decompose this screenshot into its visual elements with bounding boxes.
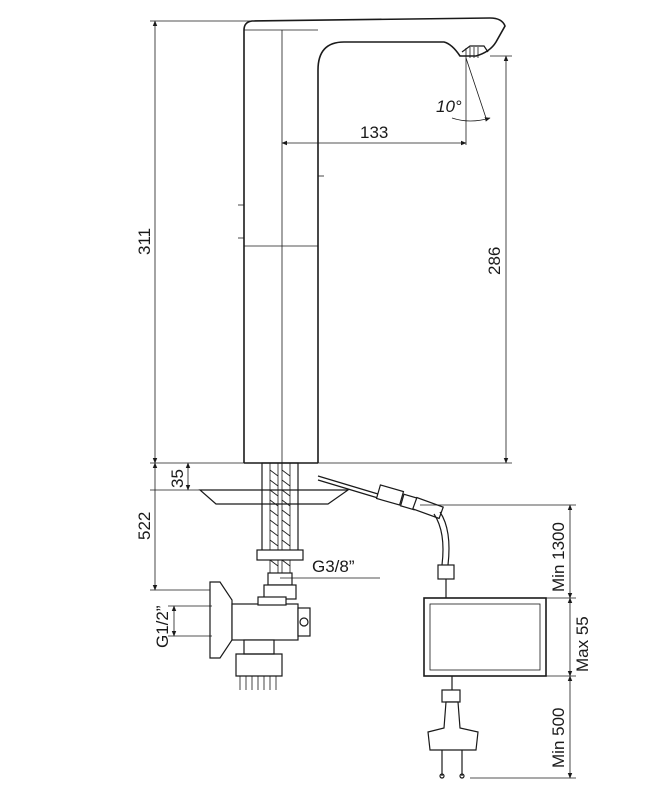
deck-label: 35 <box>168 469 187 488</box>
inlet-thread-label: G1/2” <box>153 605 172 648</box>
power-plug <box>427 676 479 779</box>
faucet-body <box>238 17 506 464</box>
hose-dimension: 522 <box>135 462 210 591</box>
inlet-thread-dimension: G1/2” <box>153 605 212 648</box>
outlet-thread-label: G3/8” <box>312 557 355 576</box>
total-height-dimension: 311 <box>135 20 258 464</box>
cable-min-500-label: Min 500 <box>549 708 568 768</box>
spout-height-label: 286 <box>485 247 504 275</box>
reach-dimension: 133 <box>281 30 467 470</box>
angle-label: 10° <box>436 97 462 116</box>
deck-dimension: 35 <box>150 462 200 491</box>
mounting-assembly <box>198 462 444 600</box>
power-supply-box <box>423 597 547 677</box>
angle-valve <box>209 581 311 690</box>
outlet-thread-callout: G3/8” <box>280 557 380 579</box>
reach-label: 133 <box>360 123 388 142</box>
power-cable <box>433 511 455 598</box>
total-height-label: 311 <box>135 228 154 255</box>
cable-min-1300-label: Min 1300 <box>549 522 568 592</box>
spout-height-dimension: 286 <box>318 55 512 464</box>
angle-indicator: 10° <box>436 57 491 145</box>
cable-dimensions: Min 1300 Max 55 Min 500 <box>420 504 592 779</box>
hose-label: 522 <box>135 512 154 540</box>
box-max-55-label: Max 55 <box>573 616 592 672</box>
